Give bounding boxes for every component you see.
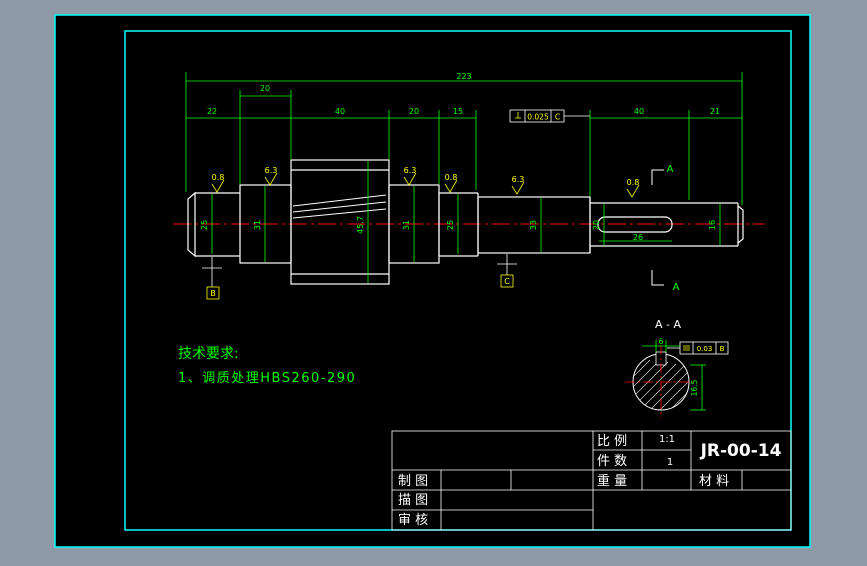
roughness-0: 0.8 <box>212 173 225 182</box>
material-label: 材 料 <box>699 474 729 489</box>
dimension-lines <box>185 72 743 283</box>
dim-dia-7: 16 <box>708 220 717 230</box>
dim-dia-1: 31 <box>253 220 262 230</box>
dim-dia-3: 31 <box>402 220 411 230</box>
traced-label: 描 图 <box>398 493 428 508</box>
dim-dia-0: 25 <box>200 220 209 230</box>
datum-c-label: C <box>504 277 510 286</box>
dim-dia-4: 25 <box>446 220 455 230</box>
dim-top-4: 15 <box>453 107 463 116</box>
dim-top-3: 20 <box>409 107 419 116</box>
dim-dia-6: 20 <box>592 220 601 230</box>
dim-top-5: 40 <box>634 107 644 116</box>
weight-label: 重 量 <box>597 473 627 489</box>
scale-label: 比 例 <box>597 434 627 449</box>
tech-req-item1: 1、调质处理HBS260-290 <box>178 371 356 386</box>
title-block-grid <box>391 430 792 531</box>
roughness-symbols <box>211 172 640 198</box>
symmetry-value: 0.03 <box>697 345 713 353</box>
drawn-label: 制 图 <box>398 474 428 489</box>
dim-top-2: 40 <box>335 107 345 116</box>
roughness-4: 6.3 <box>512 175 525 184</box>
title-block-text: 比 例 1:1 件 数 1 JR-00-14 重 量 材 料 制 图 描 图 审… <box>398 434 782 528</box>
quantity-value: 1 <box>667 457 673 468</box>
dim-dia-2: 45.7 <box>356 216 365 234</box>
drawing-number: JR-00-14 <box>700 441 782 461</box>
dim-overall: 223 <box>456 72 471 81</box>
section-marker-top: A <box>667 164 674 175</box>
scale-value: 1:1 <box>659 434 675 445</box>
section-depth-dim: 16.5 <box>690 379 699 396</box>
dim-top-6: 21 <box>710 107 720 116</box>
shaft-outline <box>187 159 744 285</box>
roughness-3: 0.8 <box>445 173 458 182</box>
tech-req-heading: 技术要求: <box>178 346 239 362</box>
dim-dia-5: 33 <box>529 220 538 230</box>
roughness-values: 0.8 6.3 6.3 0.8 6.3 0.8 <box>212 166 640 187</box>
roughness-1: 6.3 <box>265 166 278 175</box>
section-cut-markers <box>651 169 664 286</box>
dim-top-0: 22 <box>207 107 217 116</box>
roughness-5: 0.8 <box>627 178 640 187</box>
dim-top-1: 20 <box>260 84 270 93</box>
datum-b-label: B <box>210 289 216 298</box>
quantity-label: 件 数 <box>597 454 627 469</box>
dimension-texts: 223 20 22 40 20 15 40 21 25 31 45.7 31 2… <box>200 72 720 242</box>
datum-markers <box>202 254 517 300</box>
perp-datum: C <box>555 113 560 122</box>
perp-value: 0.025 <box>527 113 549 122</box>
roughness-2: 6.3 <box>404 166 417 175</box>
section-marker-bottom: A <box>673 282 680 293</box>
dim-keyway-length: 26 <box>633 233 643 242</box>
section-width-dim: 6 <box>659 337 664 346</box>
sheet-outer-border <box>54 14 811 548</box>
symmetry-datum: B <box>720 345 725 353</box>
section-title: A - A <box>655 318 681 331</box>
checked-label: 审 核 <box>398 513 428 528</box>
gear-teeth-lines <box>292 194 387 219</box>
tolerance-frame-perpendicularity <box>509 109 590 123</box>
